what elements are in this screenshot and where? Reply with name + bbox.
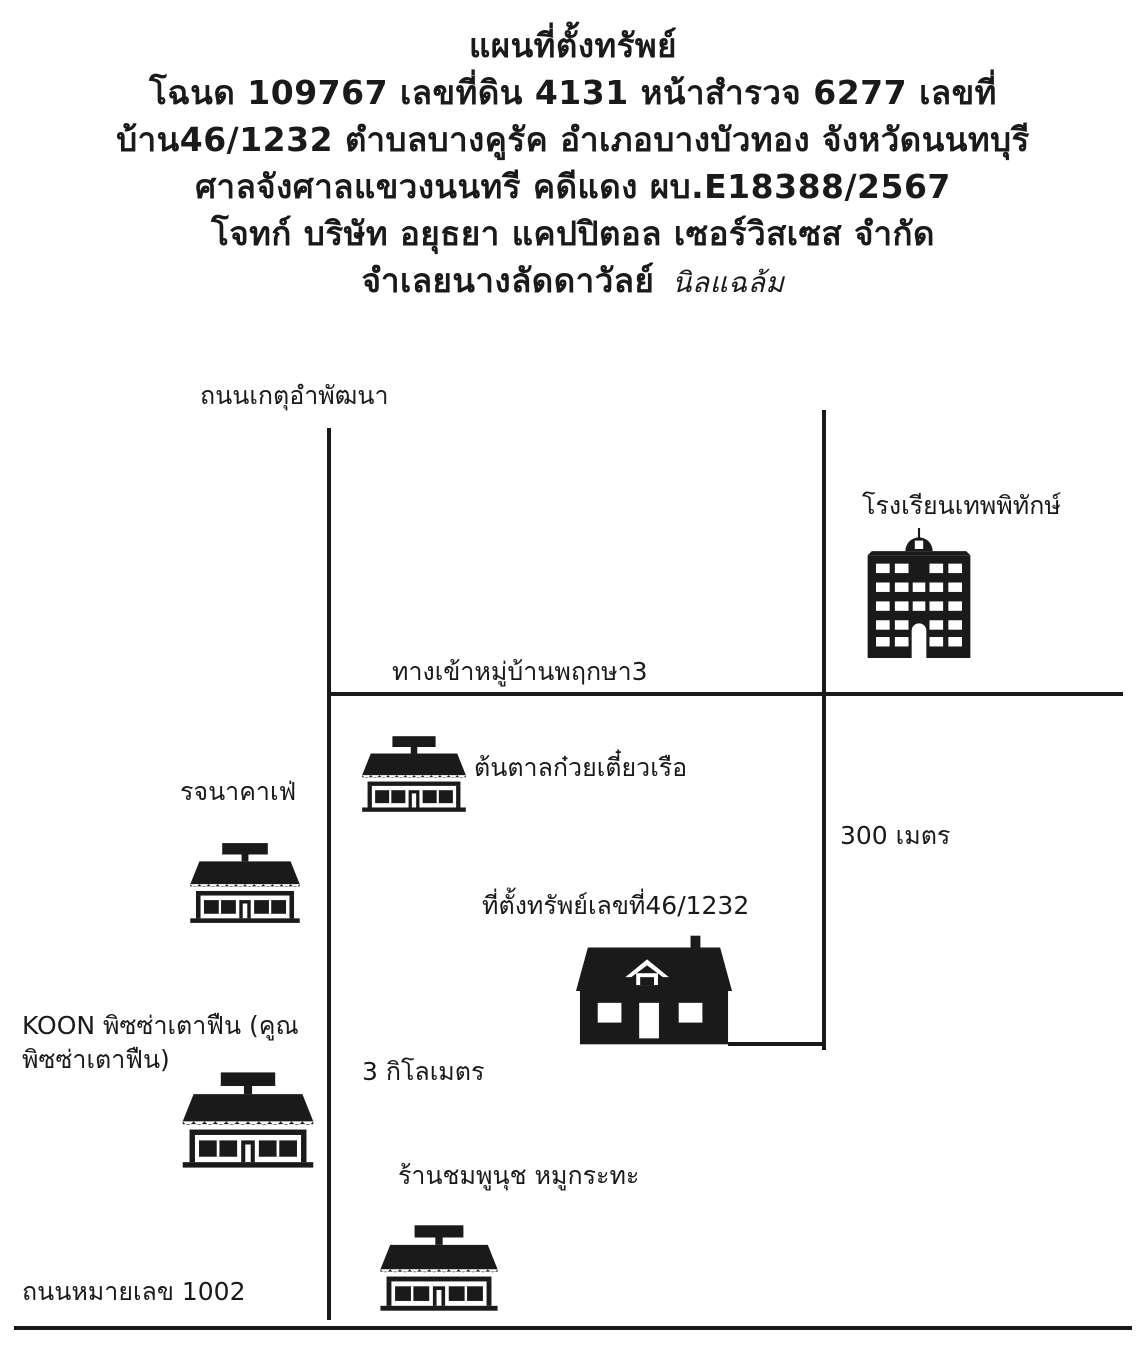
road-label-top: ถนนเกตุอำพัฒนา (200, 381, 389, 410)
distance-3km-label: 3 กิโลเมตร (362, 1057, 485, 1086)
handwritten-signature: นิลแฉล้ม (672, 266, 785, 299)
cafe-icon (190, 843, 300, 923)
noodle-shop-icon (362, 736, 466, 812)
property-connector (728, 1042, 826, 1046)
property-label: ที่ตั้งทรัพย์เลขที่46/1232 (482, 891, 750, 920)
deed-info: โฉนด 109767 เลขที่ดิน 4131 หน้าสำรวจ 627… (149, 73, 997, 112)
school-icon (867, 528, 971, 658)
shabu-shop-icon (380, 1225, 498, 1311)
pizza-label-line1: KOON พิซซ่าเตาฟืน (คูณ (22, 1011, 299, 1040)
defendant: จำเลยนางลัดดาวัลย์ (361, 261, 655, 300)
school-label: โรงเรียนเทพพิทักษ์ (862, 491, 1061, 520)
distance-300m-label: 300 เมตร (840, 821, 951, 850)
road-village-entrance (327, 692, 1123, 696)
property-house-icon (576, 935, 732, 1045)
pizza-label-line2: พิซซ่าเตาฟืน) (22, 1045, 170, 1074)
village-entrance-label: ทางเข้าหมู่บ้านพฤกษา3 (392, 657, 648, 686)
defendant-line: จำเลยนางลัดดาวัลย์ นิลแฉล้ม (0, 257, 1146, 306)
court-case: ศาลจังศาลแขวงนนทรี คดีแดง ผบ.E18388/2567 (195, 167, 951, 206)
road-label-bottom: ถนนหมายเลข 1002 (22, 1277, 246, 1306)
header: แผนที่ตั้งทรัพย์ โฉนด 109767 เลขที่ดิน 4… (0, 22, 1146, 306)
plaintiff: โจทก์ บริษัท อยุธยา แคปปิตอล เซอร์วิสเซส… (211, 214, 935, 253)
noodle-shop-label: ต้นตาลก๋วยเตี๋ยวเรือ (474, 753, 688, 782)
cafe-label: รจนาคาเฟ่ (180, 777, 297, 806)
road-vertical-main (327, 428, 331, 1320)
road-bottom (14, 1326, 1132, 1330)
page-title: แผนที่ตั้งทรัพย์ (468, 26, 678, 65)
road-vertical-right (822, 410, 826, 1050)
address-info: บ้าน46/1232 ตำบลบางคูรัค อำเภอบางบัวทอง … (116, 120, 1030, 159)
pizza-shop-icon (182, 1072, 314, 1168)
shabu-shop-label: ร้านชมพูนุช หมูกระทะ (398, 1161, 640, 1190)
